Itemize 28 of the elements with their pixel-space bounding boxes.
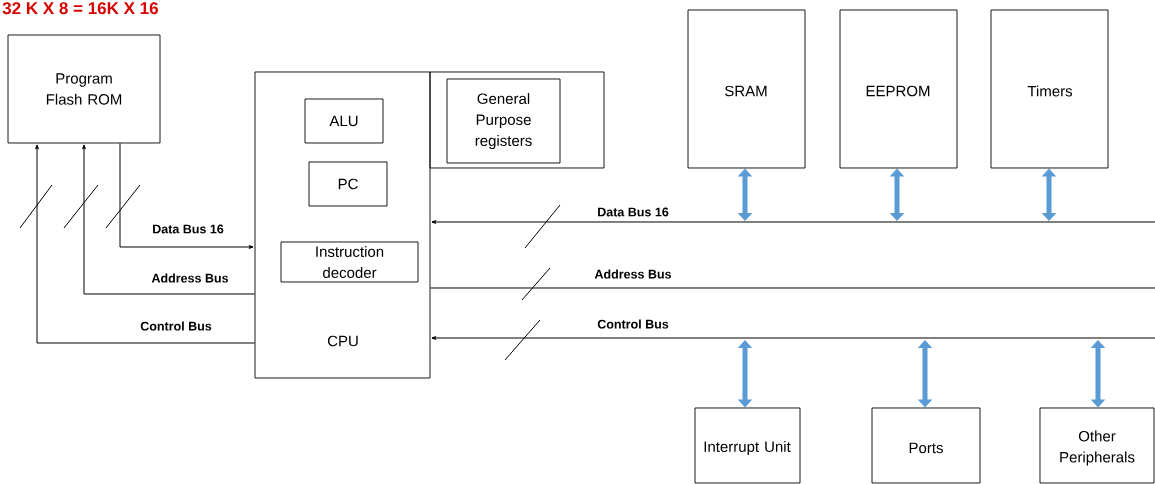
peripheral-box: Other Peripherals [1039, 407, 1155, 484]
unit-box: PC [308, 161, 388, 207]
memory-box: SRAM [687, 9, 806, 169]
peripheral-box: Ports [871, 407, 981, 484]
bus-line [82, 144, 256, 295]
edge-label: Control Bus [597, 319, 669, 329]
register-box: General Purpose registers [446, 78, 561, 164]
bus-arrow [889, 168, 905, 221]
bus-line [431, 336, 1155, 340]
edge-label: Address Bus [151, 273, 229, 283]
memory-box: EEPROM [839, 9, 958, 169]
unit-box: ALU [304, 98, 384, 144]
bus-line [429, 287, 1155, 289]
bus-line [35, 144, 256, 344]
bus-line [119, 142, 254, 249]
peripheral-box: Timers [990, 9, 1109, 169]
peripheral-box: Interrupt Unit [694, 407, 801, 484]
edge-label: Control Bus [140, 321, 212, 331]
memory-box: Program Flash ROM [7, 34, 161, 144]
edge-label: Address Bus [594, 269, 672, 279]
edge-label: Data Bus 16 [598, 207, 669, 217]
register-panel [429, 71, 605, 169]
unit-box: Instruction decoder [280, 241, 419, 283]
bus-line [431, 220, 1155, 224]
title: 32 K X 8 = 16K X 16 [2, 2, 158, 15]
bus-arrow [1041, 168, 1057, 221]
bus-arrow [737, 168, 753, 221]
edge-label: Data Bus 16 [153, 224, 224, 234]
